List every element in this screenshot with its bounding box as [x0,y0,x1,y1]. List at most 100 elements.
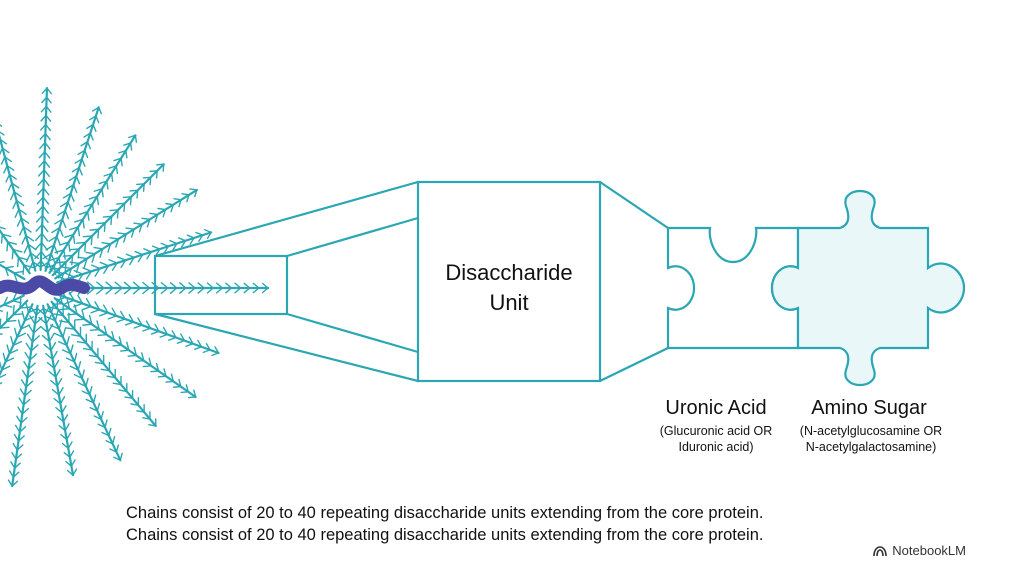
chain-barb [128,314,135,323]
chain-barb [206,282,214,289]
chain-barb [39,261,50,268]
chain-barb [101,431,110,437]
chain-barb [72,184,78,194]
chain-barb [31,335,40,343]
chain-barb [74,158,83,164]
chain-barb [185,384,189,393]
chain-barb [252,287,260,294]
zoom-lens [153,180,669,383]
chain-barb [154,213,159,223]
chain-barb [61,218,67,229]
chain-barb [16,217,22,227]
chain-barb [4,267,9,277]
chain-barb [134,134,138,143]
chain-barb [3,164,8,174]
chain-barb [66,336,70,347]
chain-barb [11,480,19,487]
brand-name: NotebookLM [892,543,966,558]
chain-barb [94,361,105,365]
chain-barb [98,180,108,185]
chain-barb [64,272,75,278]
chain-barb [168,336,177,341]
chain-barb [173,198,182,201]
chain-barb [59,308,71,311]
chain-stem [51,163,165,277]
chain-barb [143,248,152,253]
chain-barb [12,304,15,316]
chain-barb [89,228,100,231]
chain-barb [46,316,56,322]
chain-barb [66,469,74,476]
chain-barb [99,261,110,267]
chain-barb [142,417,151,420]
chain-barb [0,260,5,264]
chain-barb [78,166,83,176]
chain-stem [0,303,34,377]
chain-barb [24,316,34,322]
chain-barb [124,321,135,326]
chain-barb [104,419,108,429]
chain-barb [92,106,100,112]
chain-barb [69,365,79,371]
chain-barb [109,209,119,212]
chain-barb [3,304,13,308]
chain-barb [58,387,64,396]
chain-barb [69,248,80,251]
chain-barb [13,270,24,274]
chain-barb [16,444,24,451]
chain-barb [88,195,98,200]
chain-barb [44,151,51,159]
chain-barb [188,287,196,294]
chain-barb [21,234,27,245]
chain-barb [17,406,23,415]
chain-barb [39,141,46,150]
chain-barb [135,359,145,363]
chain-barb [252,282,260,289]
chain-barb [20,217,30,224]
chain-barb [67,441,73,450]
chain-barb [179,282,187,289]
chain-barb [4,156,13,163]
chain-barb [50,302,55,314]
chain-barb [97,423,106,429]
chain-barb [96,287,105,295]
chain-barb [118,336,123,346]
caption-line-2: Chains consist of 20 to 40 repeating dis… [126,526,764,544]
chain-barb [23,264,34,269]
chain-barb [65,184,75,190]
chain-barb [72,468,78,476]
chain-barb [35,223,43,232]
chain-barb [205,342,211,351]
chain-barb [93,415,102,420]
chain-barb [6,164,15,171]
chain-barb [27,243,37,251]
chain-barb [103,265,110,274]
chain-barb [58,227,64,237]
chain-barb [40,105,48,113]
chain-barb [261,287,269,294]
chain-barb [142,176,152,179]
chain-stem [55,293,220,355]
chain-barb [0,333,3,335]
chain-barb [17,256,29,261]
chain-barb [125,227,135,230]
chain-stem [44,106,100,272]
chain-barb [195,231,204,236]
chain-barb [90,264,101,270]
chain-barb [136,183,145,186]
chain-barb [155,170,158,179]
chain-barb [163,368,167,377]
chain-barb [20,417,28,424]
chain-barb [85,377,89,388]
chain-barb [130,403,140,406]
chain-barb [162,208,167,218]
chain-barb [91,252,96,263]
chain-barb [58,319,63,330]
chain-barb [149,170,158,173]
chain-barb [112,382,122,386]
chain-barb [82,267,93,273]
chain-barb [45,114,52,122]
chain-barb [68,175,78,182]
chain-barb [101,188,104,198]
chain-barb [145,320,152,329]
